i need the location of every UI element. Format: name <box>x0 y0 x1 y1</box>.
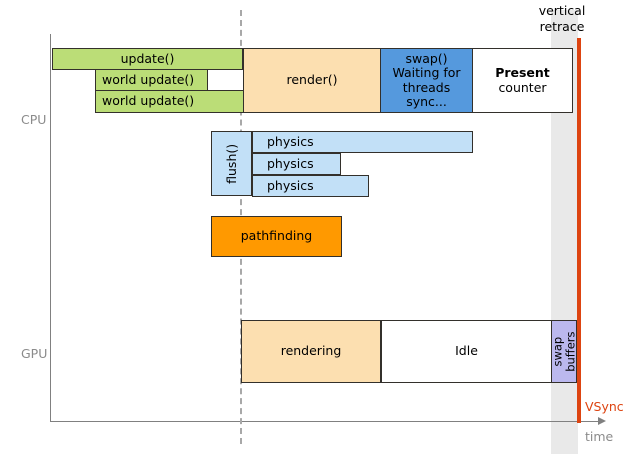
worker-block-physics-1[interactable]: physics <box>252 131 473 153</box>
gpu-block-rendering[interactable]: rendering <box>241 320 381 383</box>
worker-block-physics-3[interactable]: physics <box>252 175 369 197</box>
ai-block-pathfinding[interactable]: pathfinding <box>211 216 342 257</box>
x-axis <box>50 421 599 422</box>
x-axis-arrow-icon <box>598 417 606 425</box>
cpu-block-world-update-2[interactable]: world update() <box>95 90 244 113</box>
time-axis-label: time <box>585 429 614 444</box>
cpu-block-render[interactable]: render() <box>243 48 381 113</box>
cpu-block-world-update-1[interactable]: world update() <box>95 69 208 91</box>
worker-block-physics-2[interactable]: physics <box>252 153 341 175</box>
cpu-block-swap[interactable]: swap() Waiting for threads sync... <box>380 48 473 113</box>
gpu-block-swap-buffers[interactable]: swap buffers <box>550 320 577 383</box>
cpu-block-world-update-1-gap <box>207 69 244 91</box>
worker-block-flush[interactable]: flush() <box>211 131 252 196</box>
flush-label: flush() <box>223 143 239 184</box>
present-counter-title: Present <box>495 65 550 81</box>
lane-label-gpu: GPU <box>21 346 48 361</box>
cpu-block-update[interactable]: update() <box>52 48 243 70</box>
vertical-retrace-line <box>577 38 581 423</box>
present-counter-subtitle: counter <box>498 79 547 95</box>
y-axis <box>50 34 51 422</box>
lane-label-cpu: CPU <box>21 112 47 127</box>
vertical-retrace-label: vertical retrace <box>538 3 586 35</box>
cpu-block-present-counter[interactable]: Present counter <box>472 48 573 113</box>
swap-buffers-label: swap buffers <box>550 331 577 372</box>
gpu-block-idle[interactable]: Idle <box>381 320 552 383</box>
vsync-label: VSync <box>585 399 624 414</box>
